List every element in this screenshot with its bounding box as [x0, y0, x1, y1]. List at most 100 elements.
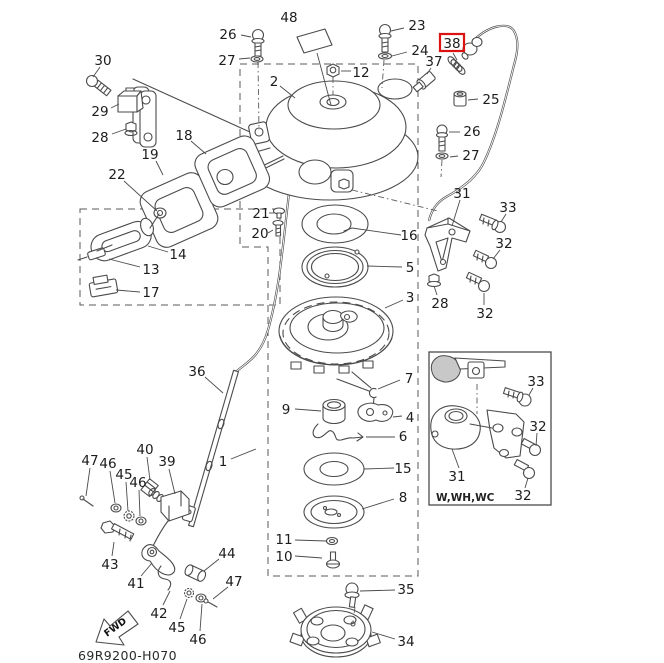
part-number-34: 34	[397, 634, 414, 650]
part-number-33: 33	[499, 200, 516, 216]
part-number-42: 42	[150, 606, 167, 622]
leader-line-13	[108, 258, 141, 268]
adjuster-40	[140, 478, 159, 498]
part-number-32: 32	[476, 306, 493, 322]
clip-17	[88, 274, 119, 298]
spiral-spring-5	[301, 246, 369, 288]
leader-line-7	[377, 379, 401, 390]
bolt-32-upper	[472, 249, 498, 270]
part-number-44: 44	[218, 546, 235, 562]
axis-lines	[257, 59, 478, 623]
leader-line-4	[392, 415, 403, 418]
part-number-31: 31	[453, 186, 470, 202]
part-number-10: 10	[275, 549, 292, 565]
part-number-7: 7	[405, 371, 414, 387]
variant-label: W,WH,WC	[436, 492, 495, 504]
highlight-box-group	[438, 32, 466, 53]
part-number-37: 37	[425, 54, 442, 70]
drive-plate-16	[301, 204, 369, 244]
leader-line-26	[240, 34, 252, 38]
part-number-48: 48	[280, 10, 297, 26]
leader-line-38	[452, 52, 458, 61]
link-42	[157, 565, 172, 591]
bolt-33-upper	[478, 213, 507, 234]
part-number-21: 21	[252, 206, 269, 222]
part-number-2: 2	[270, 74, 279, 90]
leader-line-44	[203, 558, 220, 572]
leader-lines	[85, 27, 538, 640]
rope-guide-frames	[139, 135, 285, 248]
fwd-arrow: FWD	[95, 610, 139, 646]
leader-line-28	[111, 128, 127, 135]
leader-line-29	[110, 103, 120, 109]
part-number-47: 47	[225, 574, 242, 590]
nut-28-left	[124, 121, 138, 137]
lever-41	[141, 544, 176, 576]
bolt-30-head	[85, 74, 99, 88]
part-number-18: 18	[175, 128, 192, 144]
leader-line-27	[238, 57, 251, 60]
part-number-39: 39	[158, 454, 175, 470]
part-number-12: 12	[352, 65, 369, 81]
leader-line-14	[147, 245, 169, 253]
part-number-46: 46	[129, 475, 146, 491]
leader-line-19	[155, 160, 164, 176]
part-number-30: 30	[94, 53, 111, 69]
part-number-27: 27	[218, 53, 235, 69]
part-number-26: 26	[219, 27, 236, 43]
leader-line-41	[140, 562, 153, 577]
leader-line-37	[426, 67, 432, 75]
flywheel-pulley-34	[289, 604, 381, 658]
bolt-32-lower	[465, 271, 491, 293]
part-number-13: 13	[142, 262, 159, 278]
part-number-46: 46	[99, 456, 116, 472]
bushing-9	[322, 398, 346, 425]
leader-line-45	[125, 481, 129, 512]
leader-line-33	[528, 387, 534, 396]
leader-line-46	[138, 489, 141, 517]
part-number-40: 40	[136, 442, 153, 458]
stopper-bracket-31	[424, 213, 507, 293]
assembly-axis-line	[381, 59, 385, 89]
washer-15	[303, 452, 365, 486]
part-number-3: 3	[406, 290, 415, 306]
part-number-41: 41	[127, 576, 144, 592]
friction-plate-8	[303, 495, 365, 529]
leader-line-3	[384, 299, 404, 309]
leader-line-18	[190, 140, 207, 155]
bolt-33-inset	[502, 387, 532, 407]
part-number-14: 14	[169, 247, 186, 263]
part-number-47: 47	[81, 453, 98, 469]
part-number-19: 19	[141, 147, 158, 163]
highlighted-part-box	[438, 32, 466, 53]
leader-line-24	[391, 51, 408, 57]
leader-line-32	[535, 432, 538, 447]
bolt-23-24	[377, 23, 393, 60]
main-group-dashed-box	[239, 63, 419, 577]
bolt-43	[100, 520, 135, 542]
leader-line-34	[371, 631, 396, 640]
leader-line-46	[199, 603, 203, 632]
leader-line-47	[85, 467, 91, 497]
part-number-45: 45	[168, 620, 185, 636]
part-number-33: 33	[527, 374, 544, 390]
assembly-axis-line	[352, 606, 356, 623]
part-number-8: 8	[399, 490, 408, 506]
leader-line-8	[361, 498, 395, 510]
starter-lock-cable	[412, 24, 519, 222]
leader-line-40	[146, 456, 151, 481]
leader-line-10	[294, 555, 323, 559]
part-number-29: 29	[91, 104, 108, 120]
leader-line-23	[390, 27, 405, 32]
leader-line-20	[267, 229, 274, 234]
caution-tag-48	[296, 28, 333, 54]
part-number-46: 46	[189, 632, 206, 648]
part-number-11: 11	[275, 532, 292, 548]
part-number-23: 23	[408, 18, 425, 34]
leader-line-46	[109, 470, 116, 504]
part-number-17: 17	[142, 285, 159, 301]
part-number-32: 32	[514, 488, 531, 504]
stop-linkage-group	[79, 478, 218, 608]
